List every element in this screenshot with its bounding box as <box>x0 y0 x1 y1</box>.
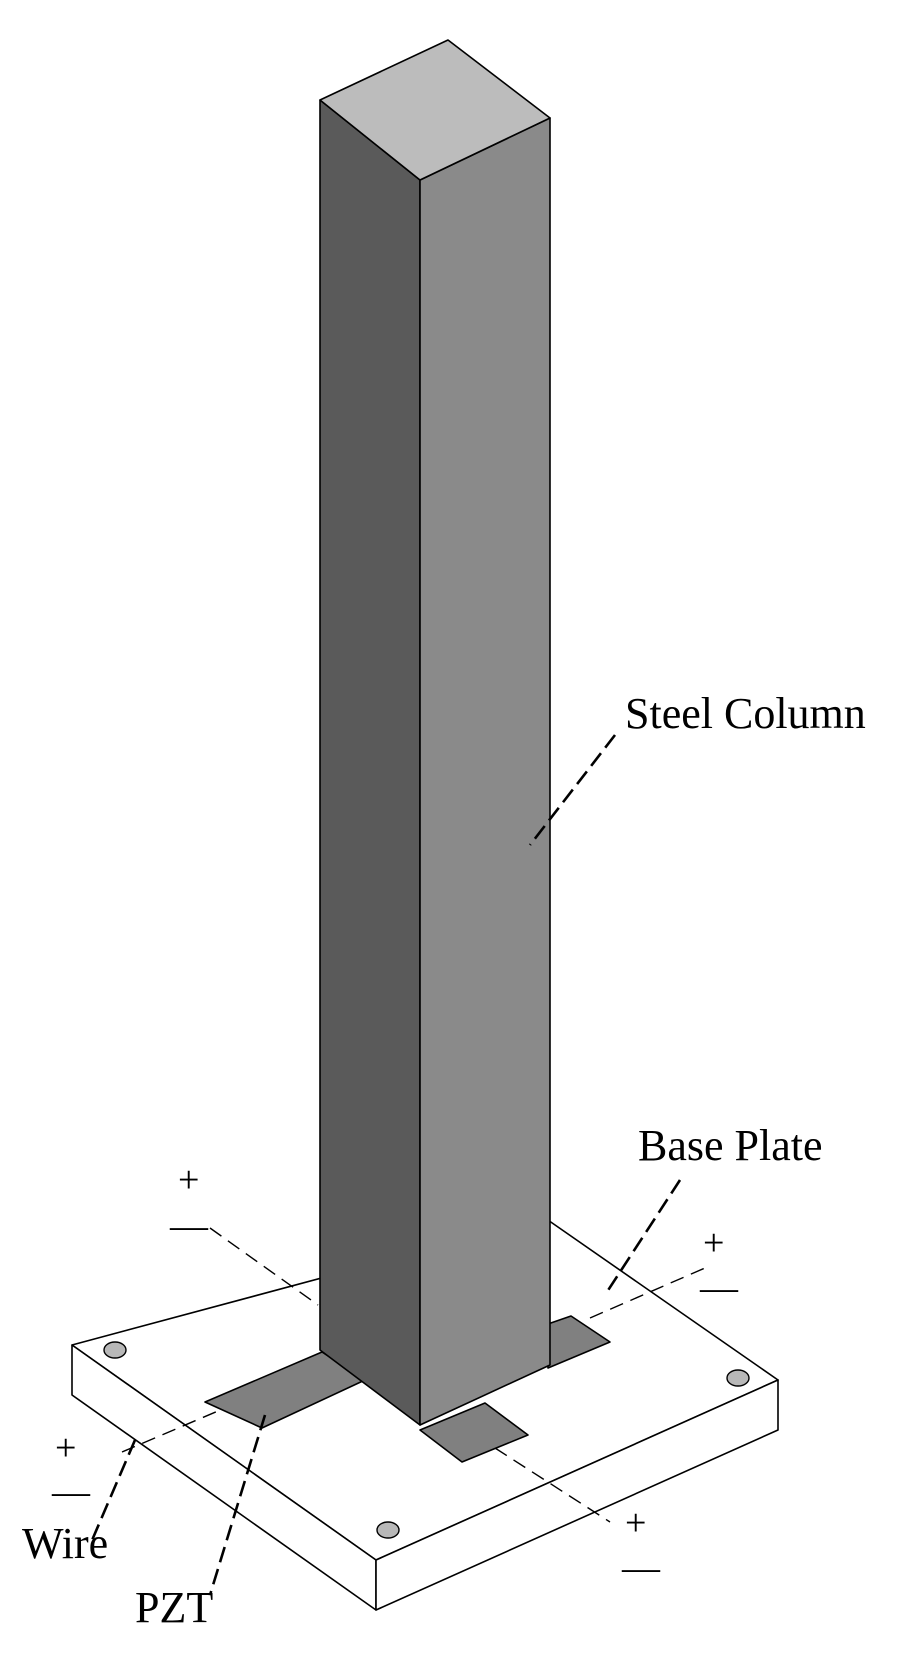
terminal-back-right: + — <box>699 1222 739 1309</box>
terminal-positive-sign: + <box>625 1502 646 1544</box>
bolt-hole-left <box>103 1341 127 1359</box>
steel-column-right-face <box>419 117 551 1426</box>
steel-column <box>319 39 551 1426</box>
steel-column-left-face <box>319 99 421 1426</box>
terminal-positive-sign: + <box>178 1159 199 1201</box>
bolt-hole-front <box>376 1521 400 1539</box>
steel-column-label: Steel Column <box>625 689 866 738</box>
steel-column-leader <box>528 734 617 846</box>
base-plate-label: Base Plate <box>638 1121 823 1170</box>
terminal-front-left: + — <box>51 1427 91 1513</box>
pzt-patch-front <box>419 1402 529 1463</box>
bolt-hole-right <box>726 1369 750 1387</box>
terminal-back-left: + — <box>169 1159 209 1247</box>
wire-dashed-lines <box>121 1227 706 1523</box>
pzt-patches <box>204 1315 611 1463</box>
leader-lines <box>88 734 682 1596</box>
pzt-label: PZT <box>135 1583 213 1632</box>
terminal-negative-sign: — <box>699 1267 739 1309</box>
wire-label: Wire <box>22 1519 108 1568</box>
wire-line-front-left <box>121 1407 226 1453</box>
terminal-negative-sign: — <box>169 1205 209 1247</box>
terminal-negative-sign: — <box>621 1547 661 1589</box>
base-plate-front-right-face <box>375 1379 779 1611</box>
wire-line-front-right <box>494 1447 611 1523</box>
wire-leader <box>88 1439 137 1546</box>
wire-line-back-left <box>209 1227 319 1306</box>
terminal-negative-sign: — <box>51 1471 91 1513</box>
steel-column-top-face <box>319 39 551 181</box>
terminal-positive-sign: + <box>703 1222 724 1264</box>
terminal-front-right: + — <box>621 1502 661 1589</box>
terminal-positive-sign: + <box>55 1427 76 1469</box>
base-plate-leader <box>603 1179 682 1296</box>
pzt-leader <box>208 1414 267 1596</box>
